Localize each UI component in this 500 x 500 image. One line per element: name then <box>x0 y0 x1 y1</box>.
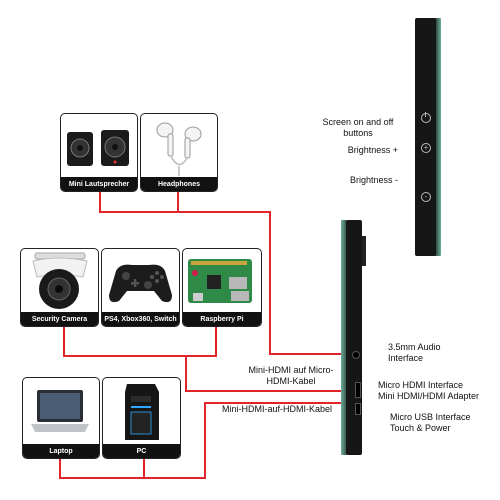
brightness-down-icon[interactable]: - <box>421 192 431 202</box>
consoles-caption: PS4, Xbox360, Switch <box>102 312 179 326</box>
brightness-up-label: Brightness + <box>347 145 398 155</box>
power-button-icon[interactable] <box>421 113 431 123</box>
mini-to-mini-cable-label: Mini-HDMI-auf-HDMI-Kabel <box>222 404 333 414</box>
micro-usb-port[interactable] <box>355 403 361 415</box>
raspberry-pi-caption: Raspberry Pi <box>183 312 261 326</box>
pc-laptop-cable <box>59 459 145 479</box>
card-laptop: Laptop <box>22 377 100 459</box>
pc-laptop-cable-to-monitor <box>102 402 354 479</box>
monitor-side-bottom <box>341 220 367 455</box>
pc-tower-icon <box>125 384 159 440</box>
mini-speaker-caption: Mini Lautsprecher <box>61 177 137 191</box>
mini-to-micro-cable-label: Mini-HDMI auf Micro- HDMI-Kabel <box>248 365 334 386</box>
hdmi-port-label: Micro HDMI Interface Mini HDMI/HDMI Adap… <box>378 380 480 401</box>
laptop-caption: Laptop <box>23 444 99 458</box>
card-mini-speaker: Mini Lautsprecher <box>60 113 138 192</box>
power-button-label: Screen on and off buttons <box>322 117 394 138</box>
audio-cable-to-monitor <box>139 211 354 355</box>
speaker-icon <box>67 130 129 166</box>
monitor-side-top: + - <box>415 18 441 256</box>
raspberry-pi-icon <box>188 259 252 303</box>
micro-hdmi-port[interactable] <box>355 382 361 398</box>
brightness-up-icon[interactable]: + <box>421 143 431 153</box>
audio-jack-port[interactable] <box>352 351 360 359</box>
gamepad-icon <box>109 264 172 303</box>
laptop-icon <box>31 390 89 432</box>
card-consoles: PS4, Xbox360, Switch <box>101 248 180 327</box>
card-headphones: Headphones <box>140 113 218 192</box>
usb-port-label: Micro USB Interface Touch & Power <box>390 412 471 433</box>
security-camera-caption: Security Camera <box>21 312 98 326</box>
mini-to-micro-cable <box>63 327 217 357</box>
headphones-icon <box>156 122 202 176</box>
brightness-down-label: Brightness - <box>349 175 398 185</box>
card-pc: PC <box>102 377 181 459</box>
headphones-caption: Headphones <box>141 177 217 191</box>
card-security-camera: Security Camera <box>20 248 99 327</box>
audio-port-label: 3.5mm Audio Interface <box>388 342 441 363</box>
pc-caption: PC <box>103 444 180 458</box>
audio-cable <box>99 192 179 213</box>
card-raspberry-pi: Raspberry Pi <box>182 248 262 327</box>
mini-to-micro-cable-to-monitor <box>138 355 354 392</box>
security-camera-icon <box>32 252 88 309</box>
